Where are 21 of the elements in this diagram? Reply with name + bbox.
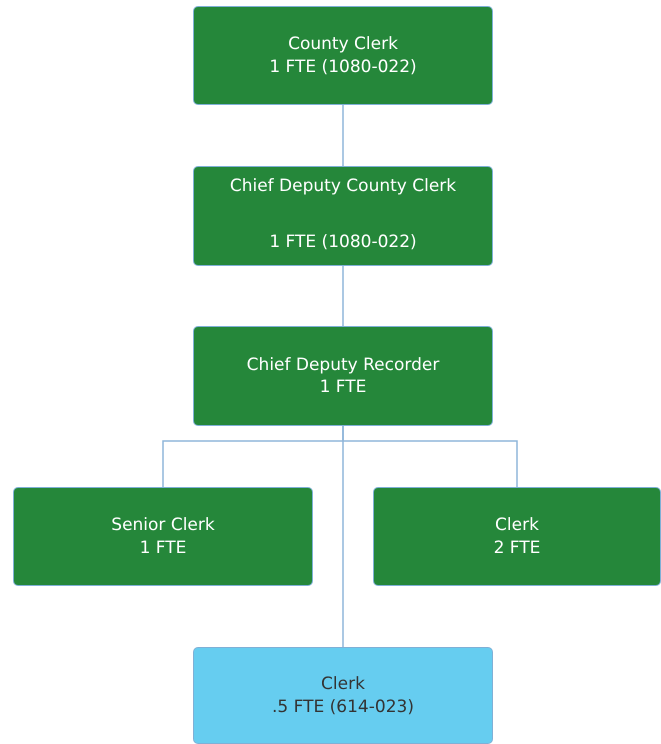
position-box — [193, 166, 493, 266]
staffing-text: .5 FTE (614-023) — [272, 696, 414, 718]
position-box — [193, 326, 493, 426]
staffing-text: 2 FTE — [494, 536, 540, 559]
staffing-text: 1 FTE — [140, 536, 186, 559]
position-box — [373, 487, 661, 586]
position-box — [13, 487, 313, 586]
connector-line — [342, 105, 344, 166]
staffing-text: 1 FTE (1080-022) — [269, 56, 417, 78]
staffing-text: 1 FTE (1080-022) — [269, 230, 417, 253]
position-title: Chief Deputy Recorder — [246, 354, 440, 376]
position-title: Clerk — [495, 514, 539, 536]
position-title: Chief Deputy County Clerk — [230, 175, 456, 198]
position-title: Clerk — [321, 673, 365, 696]
staffing-text: 1 FTE — [320, 376, 366, 398]
connector-line — [342, 266, 344, 326]
position-title: Senior Clerk — [111, 514, 215, 536]
position-box — [193, 6, 493, 105]
connector-line — [342, 426, 344, 647]
position-box — [193, 647, 493, 744]
position-title: County Clerk — [288, 33, 398, 56]
